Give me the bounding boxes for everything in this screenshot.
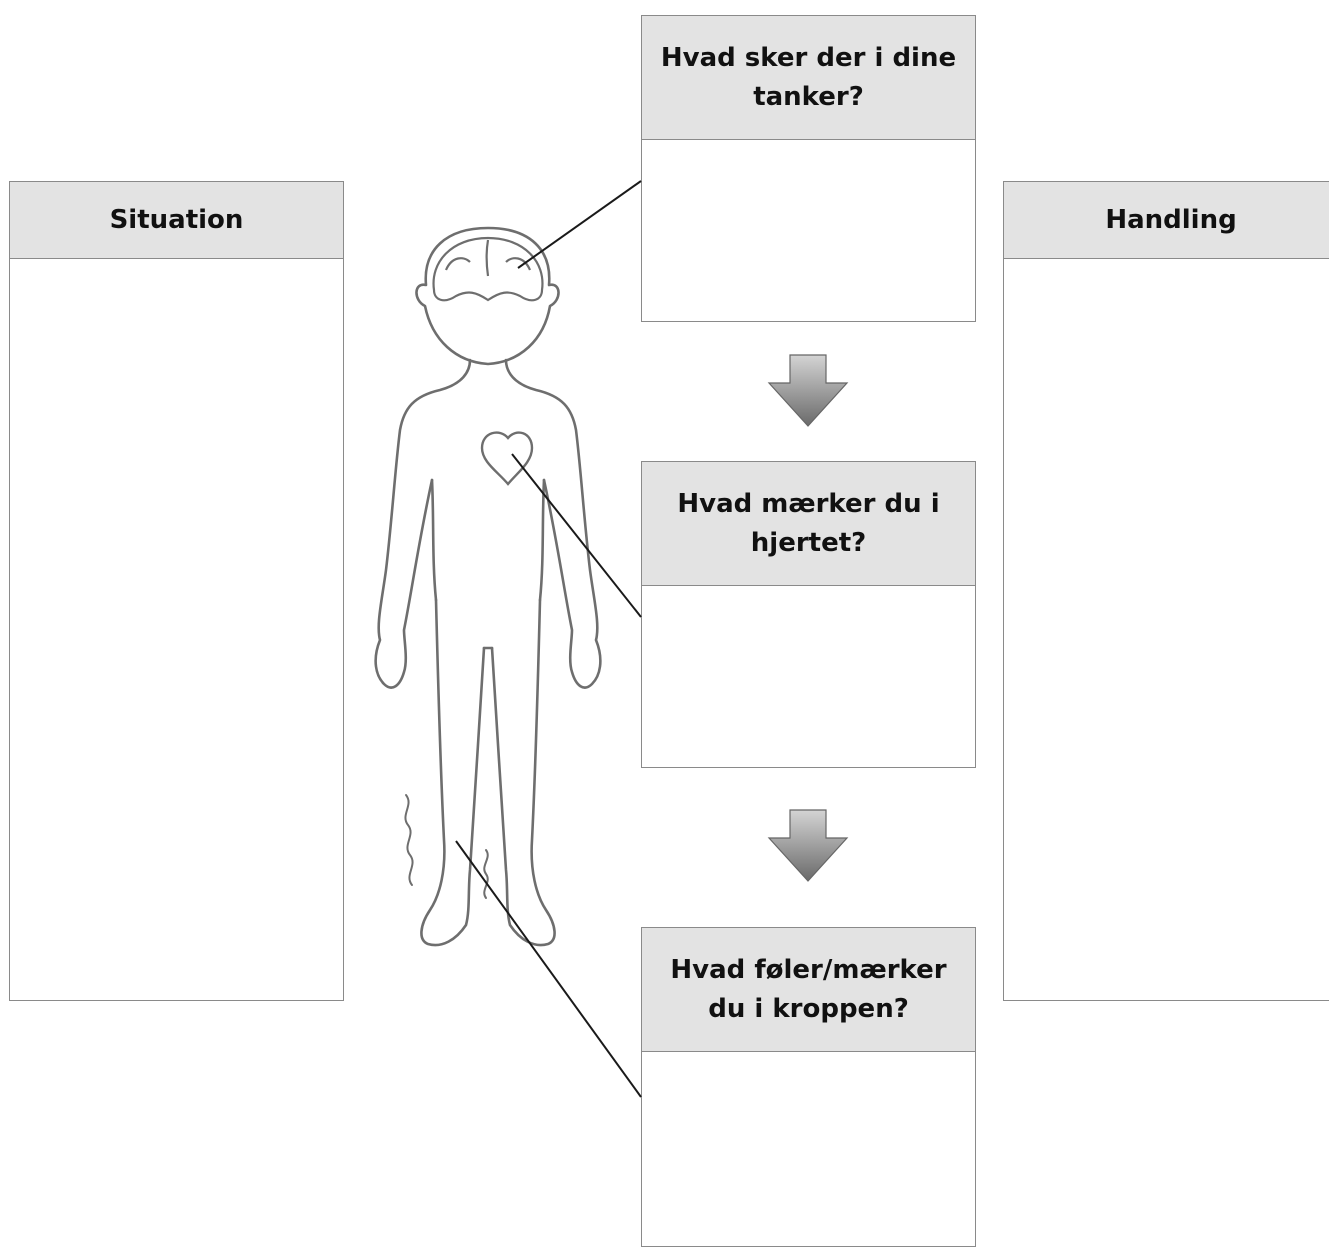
situation-box: Situation [9, 181, 344, 1001]
down-arrow-icon [767, 809, 849, 882]
action-title: Handling [1004, 182, 1329, 259]
action-box: Handling [1003, 181, 1329, 1001]
body-box: Hvad føler/mærker du i kroppen? [641, 927, 976, 1247]
human-figure-illustration [374, 226, 602, 947]
situation-title: Situation [10, 182, 343, 259]
thoughts-box: Hvad sker der i dine tanker? [641, 15, 976, 322]
heart-icon [480, 431, 534, 486]
brain-icon [432, 236, 544, 302]
heart-box: Hvad mærker du i hjertet? [641, 461, 976, 768]
connector-lines [455, 180, 642, 1098]
thoughts-title: Hvad sker der i dine tanker? [642, 16, 975, 140]
body-title: Hvad føler/mærker du i kroppen? [642, 928, 975, 1052]
heart-title: Hvad mærker du i hjertet? [642, 462, 975, 586]
down-arrow-icon [767, 354, 849, 427]
